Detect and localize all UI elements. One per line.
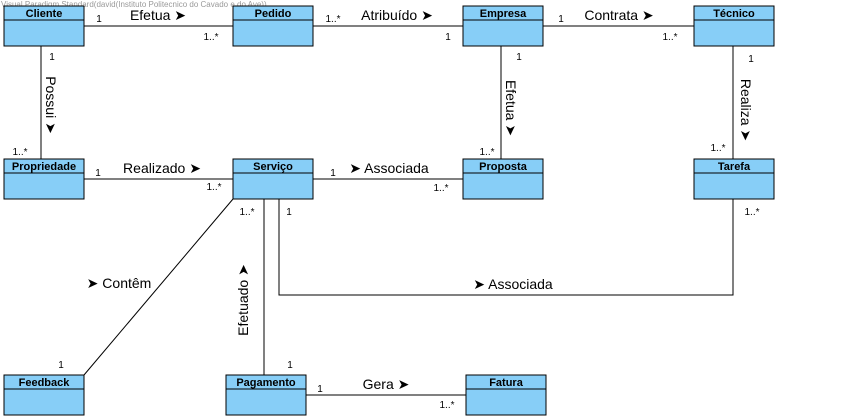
mult-atribuido-source: 1..* <box>325 14 340 25</box>
label-gera: Gera ➤ <box>363 376 410 392</box>
class-propriedade[interactable]: Propriedade <box>3 158 85 200</box>
mult-realizado-target: 1..* <box>206 182 221 193</box>
mult-associada-proposta-target: 1..* <box>433 183 448 194</box>
mult-realizado-source: 1 <box>95 168 101 179</box>
association-labels: Efetua ➤ Atribuído ➤ Contrata ➤ Possui ➤… <box>43 7 754 392</box>
mult-atribuido-target: 1 <box>445 32 451 43</box>
line-servico-tarefa[interactable] <box>278 199 734 296</box>
class-fatura-name: Fatura <box>489 377 524 389</box>
mult-contem-source: 1..* <box>239 207 254 218</box>
mult-possui-source: 1 <box>49 52 55 63</box>
mult-associada-proposta-source: 1 <box>330 168 336 179</box>
label-possui: Possui ➤ <box>43 76 59 134</box>
class-servico[interactable]: Serviço <box>232 158 314 200</box>
class-empresa[interactable]: Empresa <box>462 5 544 47</box>
mult-possui-target: 1..* <box>12 147 27 158</box>
mult-efetuado-target: 1 <box>317 384 323 395</box>
mult-efetua-proposta-source: 1 <box>516 52 522 63</box>
label-realiza: Realiza ➤ <box>738 79 754 142</box>
label-efetua-pedido: Efetua ➤ <box>130 7 186 23</box>
class-pagamento[interactable]: Pagamento <box>225 374 307 416</box>
class-pedido-name: Pedido <box>255 8 292 20</box>
label-associada-proposta: ➤ Associada <box>349 160 429 176</box>
class-empresa-name: Empresa <box>480 8 527 20</box>
label-efetua-proposta: Efetua ➤ <box>503 80 519 136</box>
label-contrata: Contrata ➤ <box>584 7 654 23</box>
mult-efetua-pedido-target: 1..* <box>203 32 218 43</box>
class-tarefa[interactable]: Tarefa <box>693 158 775 200</box>
class-tecnico[interactable]: Técnico <box>693 5 775 47</box>
class-proposta-name: Proposta <box>479 161 528 173</box>
class-feedback[interactable]: Feedback <box>3 374 85 416</box>
class-tarefa-name: Tarefa <box>718 161 751 173</box>
class-fatura[interactable]: Fatura <box>465 374 547 416</box>
line-servico-feedback[interactable] <box>83 198 234 376</box>
association-lines <box>40 25 734 396</box>
class-servico-name: Serviço <box>253 161 293 173</box>
mult-efetua-pedido-source: 1 <box>96 14 102 25</box>
mult-associada-tarefa-source: 1 <box>286 207 292 218</box>
watermark-text: Visual Paradigm Standard(david(Instituto… <box>1 0 267 9</box>
label-efetuado: Efetuado ➤ <box>235 264 251 336</box>
mult-realiza-source: 1 <box>748 54 754 65</box>
class-tecnico-name: Técnico <box>713 8 755 20</box>
mult-contrata-source: 1 <box>558 14 564 25</box>
mult-efetuado-source: 1 <box>287 360 293 371</box>
mult-contem-target: 1 <box>58 360 64 371</box>
mult-efetua-proposta-target: 1..* <box>479 147 494 158</box>
label-contem: ➤ Contêm <box>87 275 152 291</box>
class-propriedade-name: Propriedade <box>12 161 76 173</box>
label-realizado: Realizado ➤ <box>123 160 201 176</box>
class-pagamento-name: Pagamento <box>236 377 296 389</box>
class-cliente[interactable]: Cliente <box>3 5 85 47</box>
class-feedback-name: Feedback <box>19 377 71 389</box>
mult-contrata-target: 1..* <box>662 32 677 43</box>
class-cliente-name: Cliente <box>26 8 63 20</box>
mult-associada-tarefa-target: 1..* <box>744 207 759 218</box>
class-proposta[interactable]: Proposta <box>462 158 544 200</box>
multiplicities: 1 1..* 1..* 1 1 1..* 1 1..* 1 1..* 1 1..… <box>12 14 759 411</box>
label-atribuido: Atribuído ➤ <box>361 7 433 23</box>
class-pedido[interactable]: Pedido <box>232 5 314 47</box>
mult-gera-target: 1..* <box>439 400 454 411</box>
label-associada-tarefa: ➤ Associada <box>473 276 553 292</box>
mult-realiza-target: 1..* <box>710 143 725 154</box>
